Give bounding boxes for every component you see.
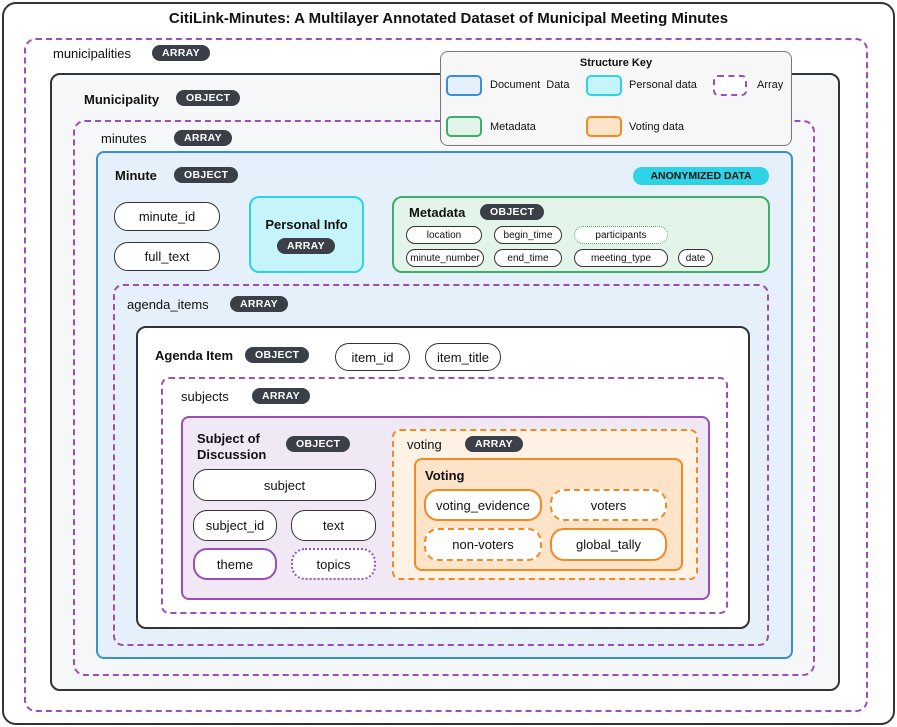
minutes-label: minutes (101, 131, 147, 146)
document-data-key-label: Document Data (490, 79, 570, 91)
meeting-type-field: meeting_type (574, 249, 668, 267)
agenda-items-badge: ARRAY (230, 296, 288, 312)
metadata-badge: OBJECT (480, 204, 545, 220)
metadata-swatch (446, 116, 482, 137)
structure-key-title: Structure Key (579, 57, 653, 69)
array-key-label: Array (757, 79, 784, 91)
location-field: location (406, 226, 482, 244)
subject-field: subject (193, 469, 376, 501)
agenda-item-badge: OBJECT (245, 347, 310, 363)
personal-info-box (249, 196, 364, 273)
subject-id-field: subject_id (193, 510, 277, 541)
item-id-field: item_id (335, 343, 410, 371)
minute-badge: OBJECT (174, 167, 239, 183)
global-tally-field: global_tally (550, 528, 667, 561)
agenda-item-label: Agenda Item (155, 348, 234, 363)
array-swatch (713, 75, 747, 96)
non-voters-field: non-voters (424, 528, 542, 561)
personal-data-swatch (586, 75, 622, 96)
municipality-label: Municipality (84, 92, 160, 107)
personal-info-label: Personal Info (265, 217, 348, 232)
minutes-badge: ARRAY (174, 130, 232, 146)
anonymized-data-badge: ANONYMIZED DATA (633, 167, 769, 185)
voting-evidence-field: voting_evidence (424, 489, 542, 521)
voters-field: voters (550, 489, 667, 521)
voting-array-label: voting (407, 437, 442, 452)
voting-data-key-label: Voting data (629, 121, 685, 133)
municipalities-badge: ARRAY (152, 45, 210, 61)
text-field: text (291, 510, 376, 541)
participants-field: participants (574, 226, 668, 244)
municipality-badge: OBJECT (176, 90, 241, 106)
subjects-label: subjects (181, 389, 229, 404)
end-time-field: end_time (494, 249, 562, 267)
subject-of-discussion-label-line2: Discussion (197, 447, 267, 462)
subjects-badge: ARRAY (252, 388, 310, 404)
municipalities-label: municipalities (53, 46, 132, 61)
theme-field: theme (193, 548, 277, 580)
metadata-key-label: Metadata (490, 121, 536, 133)
document-data-swatch (446, 75, 482, 96)
subject-of-discussion-label-line1: Subject of (197, 431, 260, 446)
agenda-items-label: agenda_items (127, 297, 209, 312)
diagram-title: CitiLink-Minutes: A Multilayer Annotated… (168, 10, 729, 27)
full-text-field: full_text (114, 242, 220, 271)
voting-array-badge: ARRAY (465, 436, 523, 452)
minute-label: Minute (115, 168, 157, 183)
personal-data-key-label: Personal data (629, 79, 697, 91)
subjects-array-box (161, 377, 728, 614)
subject-of-discussion-badge: OBJECT (286, 436, 351, 452)
topics-field: topics (291, 548, 376, 580)
voting-label: Voting (425, 468, 465, 483)
agenda-items-array-box (113, 284, 769, 646)
date-field: date (678, 249, 713, 267)
minute-number-field: minute_number (406, 249, 484, 267)
voting-data-swatch (586, 116, 622, 137)
metadata-label: Metadata (409, 205, 466, 220)
minute-id-field: minute_id (114, 202, 220, 231)
item-title-field: item_title (425, 343, 501, 371)
begin-time-field: begin_time (494, 226, 562, 244)
personal-info-badge: ARRAY (277, 238, 335, 254)
